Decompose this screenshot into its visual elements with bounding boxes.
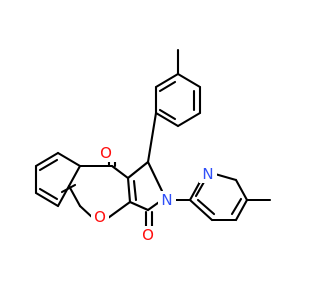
bond [67, 164, 82, 188]
bond [158, 80, 177, 93]
bond [60, 183, 77, 194]
bond [126, 176, 132, 204]
bond [194, 180, 206, 198]
bonds [34, 48, 272, 228]
bond [126, 160, 150, 180]
bond [188, 198, 214, 222]
bond [106, 200, 132, 220]
bond [38, 187, 59, 201]
pyridine-nitrogen-label: N [202, 165, 213, 183]
molecule-svg: O O O N N [34, 48, 272, 244]
bond [154, 72, 180, 89]
bond [67, 184, 82, 208]
label-background [199, 165, 217, 183]
bond [230, 197, 243, 216]
pyranone-keto-oxygen-label: O [100, 144, 112, 162]
bond [234, 178, 249, 202]
bond [158, 108, 177, 121]
bond [146, 111, 158, 164]
bond [132, 179, 138, 202]
bond [188, 178, 203, 202]
label-background [95, 144, 117, 162]
lactam-oxygen-label: O [142, 226, 154, 244]
bond [176, 111, 202, 128]
bond [38, 158, 59, 172]
ring-oxygen-label: O [94, 208, 106, 226]
atom-labels: O O O N N [91, 144, 217, 244]
bond [234, 198, 249, 222]
lactam-nitrogen-label: N [161, 191, 172, 209]
label-background [91, 208, 109, 226]
bond [196, 198, 216, 216]
bond [128, 200, 150, 212]
bond [146, 160, 164, 193]
molecule-structure-diagram: O O O N N [34, 48, 272, 244]
label-background [139, 226, 157, 244]
bond [56, 151, 82, 168]
bond [78, 204, 95, 220]
bond [34, 151, 60, 168]
bond [154, 111, 180, 128]
label-background [158, 191, 176, 209]
bond [34, 191, 60, 208]
bond [176, 72, 202, 89]
bond [213, 172, 238, 182]
bond [110, 164, 130, 180]
